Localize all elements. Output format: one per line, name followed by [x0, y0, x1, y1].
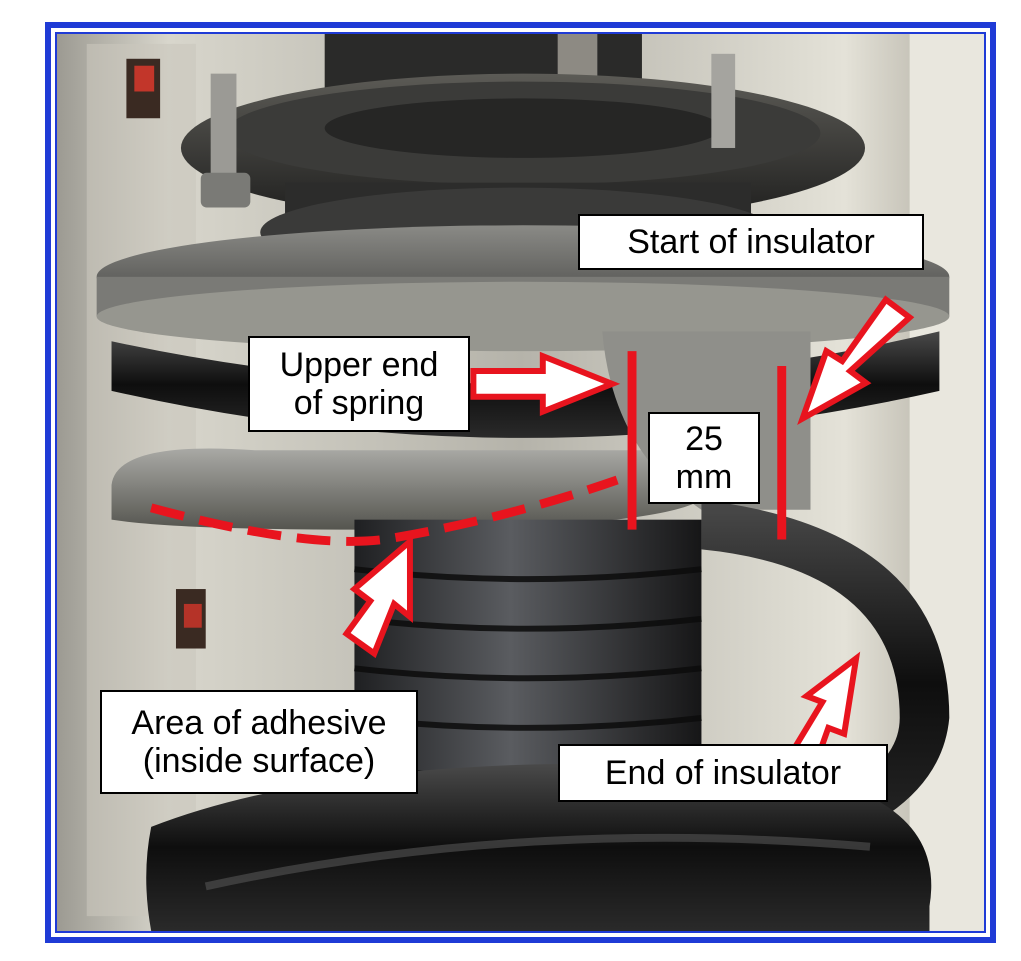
image-frame: Start of insulator Upper end of spring 2…	[45, 22, 996, 943]
label-area-of-adhesive: Area of adhesive (inside surface)	[100, 690, 418, 794]
label-upper-end-of-spring: Upper end of spring	[248, 336, 470, 432]
arrow-upper-end-of-spring	[470, 351, 621, 417]
adhesive-area-outline	[150, 475, 619, 546]
photo-area: Start of insulator Upper end of spring 2…	[55, 32, 986, 933]
label-start-of-insulator: Start of insulator	[578, 214, 924, 270]
arrow-start-of-insulator	[797, 295, 915, 426]
arrow-area-of-adhesive	[342, 535, 413, 659]
label-end-of-insulator: End of insulator	[558, 744, 888, 802]
label-gap-25mm: 25 mm	[648, 412, 760, 504]
